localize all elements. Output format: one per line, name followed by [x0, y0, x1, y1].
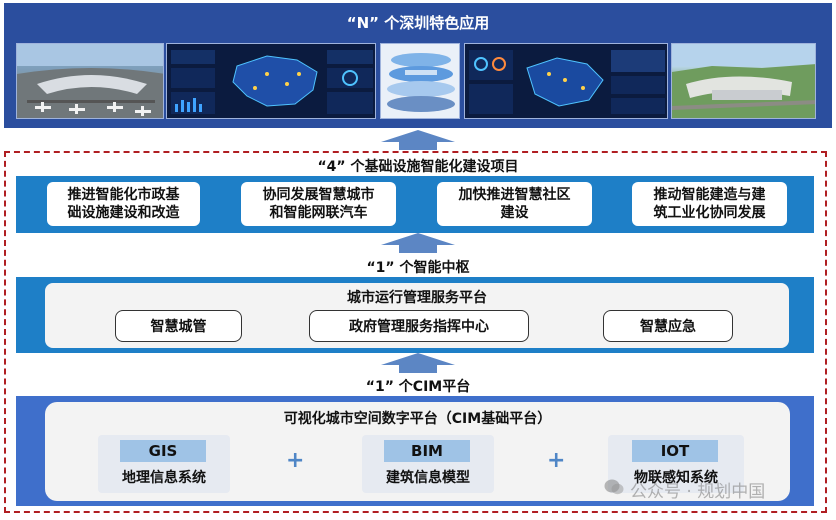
arrow-up-icon	[381, 130, 455, 142]
arrow-up-icon	[381, 233, 455, 245]
project-line: 推进智能化市政基	[67, 187, 180, 203]
project-item-construction: 推动智能建造与建筑工业化协同发展	[632, 182, 787, 226]
plus-icon: +	[286, 448, 305, 473]
project-line: 推动智能建造与建	[653, 187, 766, 203]
cim-platform-title: 可视化城市空间数字平台（CIM基础平台）	[283, 411, 552, 427]
cim-title: “1” 个CIM平台	[365, 379, 471, 395]
hub-platform-title: 城市运行管理服务平台	[347, 290, 487, 306]
project-line: 和智能网联汽车	[269, 205, 368, 221]
wechat-icon	[604, 478, 624, 501]
arrow-up-icon	[381, 353, 455, 365]
arrow-up-shaft	[399, 365, 437, 373]
project-item-community: 加快推进智慧社区建设	[437, 182, 592, 226]
arrow-up-shaft	[399, 245, 437, 253]
watermark-text: 公众号 · 规划中国	[630, 482, 766, 502]
cim-label-bim: 建筑信息模型	[386, 470, 470, 486]
cim-tag-bim: BIM	[384, 440, 470, 462]
cim-tag-iot: IOT	[632, 440, 718, 462]
applications-band: “N” 个深圳特色应用	[4, 3, 832, 128]
project-line: 协同发展智慧城市	[262, 187, 375, 203]
hub-item-command-center: 政府管理服务指挥中心	[309, 310, 529, 342]
projects-title: “4” 个基础设施智能化建设项目	[317, 159, 519, 175]
airport-photo	[16, 43, 164, 119]
hub-title: “1” 个智能中枢	[366, 260, 470, 276]
watermark: 公众号 · 规划中国	[604, 477, 765, 502]
china-map-dashboard	[166, 43, 376, 119]
project-line: 建设	[500, 205, 529, 221]
project-item-municipal: 推进智能化市政基础设施建设和改造	[47, 182, 200, 226]
hub-item-urban-management: 智慧城管	[115, 310, 242, 342]
project-line: 础设施建设和改造	[67, 205, 180, 221]
cim-tag-gis: GIS	[120, 440, 206, 462]
project-line: 加快推进智慧社区	[458, 187, 571, 203]
applications-title: “N” 个深圳特色应用	[346, 14, 490, 32]
aerial-city-photo	[671, 43, 816, 119]
arrow-up-shaft	[399, 142, 437, 150]
cim-label-iot: 物联感知系统	[634, 470, 718, 486]
cim-label-gis: 地理信息系统	[122, 470, 206, 486]
layered-platform-graphic	[380, 43, 460, 119]
plus-icon: +	[547, 448, 566, 473]
hub-item-emergency: 智慧应急	[603, 310, 733, 342]
project-item-smart-city: 协同发展智慧城市和智能网联汽车	[241, 182, 396, 226]
dashed-frame	[4, 151, 827, 513]
project-line: 筑工业化协同发展	[653, 205, 766, 221]
city-operations-dashboard	[464, 43, 668, 119]
